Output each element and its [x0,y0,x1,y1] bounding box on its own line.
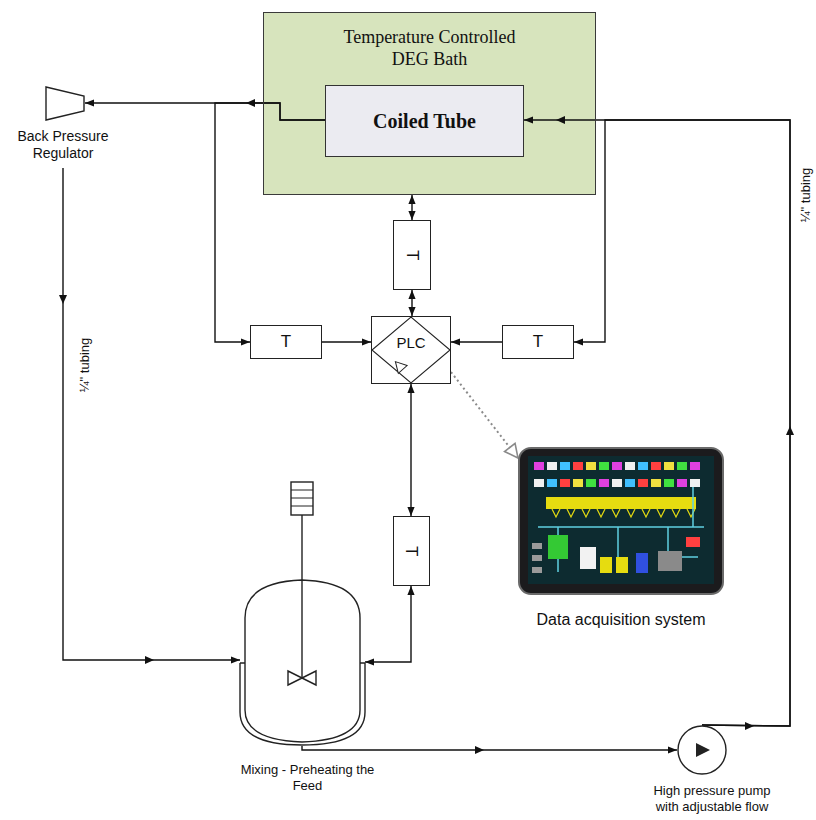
pipe-connector [63,168,240,660]
node-label: Back Pressure Regulator [8,128,118,162]
regulator-symbol [46,87,84,120]
pipe-connector [411,290,412,316]
mixing-vessel: Mixing - Preheating the Feed [235,478,380,796]
pipe-connector [322,341,371,342]
node-label: Temperature Controlled DEG Bath [327,27,532,70]
high-pressure-pump: High pressure pump with adjustable flow [642,725,782,817]
pipe-connector [365,586,411,662]
temperature-sensor: T [250,325,322,359]
data-acquisition-system: Data acquisition system [518,447,724,652]
pipe-connector [410,384,411,516]
data-acquisition-system-shape [518,447,724,595]
node-label: T [533,332,543,352]
node-label: PLC [396,334,425,352]
pipe-connector [574,120,790,726]
pipe-connector [451,341,502,342]
pipe-connector [215,103,325,342]
high-pressure-pump-shape [677,725,727,775]
pump-arrow [696,743,710,757]
coiled-tube-box: Coiled Tube [325,85,524,157]
back-pressure-regulator-shape [45,86,85,121]
pipe-connector [85,103,325,120]
node-label: T [281,332,291,352]
tubing-label: ¼" tubing [798,168,813,223]
mixing-vessel-shape [240,478,365,746]
back-pressure-regulator: Back Pressure Regulator [8,86,118,168]
signal-connector [451,372,518,458]
node-label: T [401,546,421,556]
node-label: Coiled Tube [373,109,476,133]
plc-controller: PLC [371,316,451,384]
node-label: T [402,250,422,260]
pipe-connector [411,195,412,220]
node-label: Mixing - Preheating the Feed [235,762,380,793]
node-label: Data acquisition system [518,610,724,629]
temperature-sensor: T [502,325,574,359]
tablet-illustration [519,448,723,594]
pump-symbol [678,726,726,774]
temperature-sensor: T [393,220,431,290]
temperature-bath: Coiled Tube Temperature Controlled DEG Ba… [263,12,596,195]
temperature-sensor: T [393,516,430,586]
node-label: High pressure pump with adjustable flow [642,783,782,814]
tubing-label: ¼" tubing [77,338,92,393]
bath-fill [263,12,596,195]
pipe-connector [302,746,677,750]
pipe-connector [524,120,790,726]
vessel-illustration [240,482,365,745]
